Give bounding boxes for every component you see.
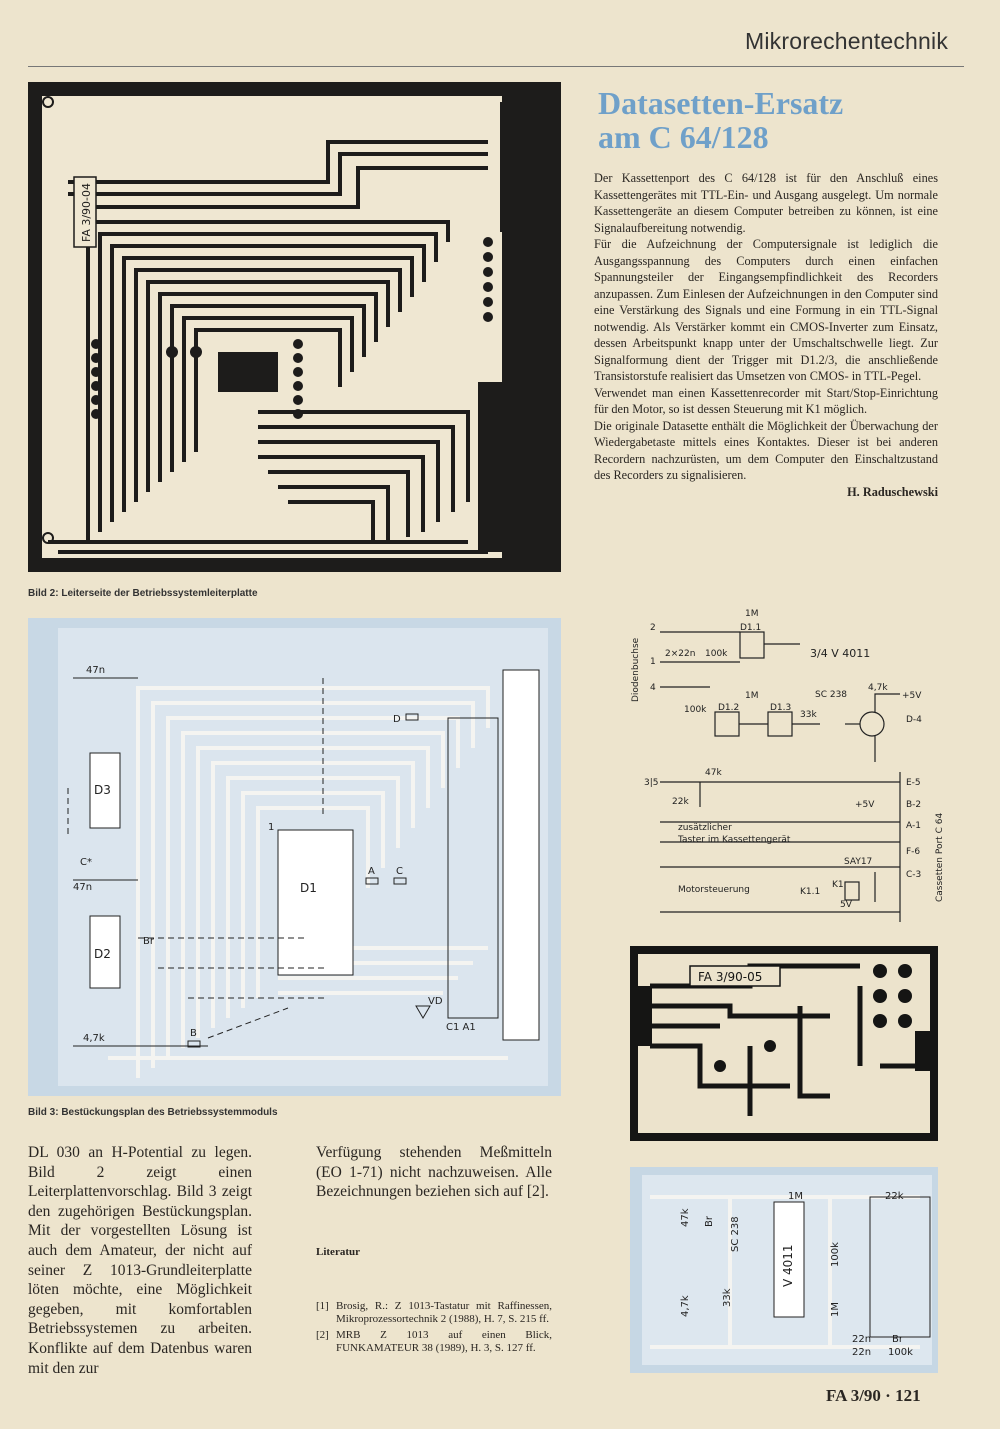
placement-drawing: 47n 47n 4,7k C* D3 D2 D1 Br D A C B VD C…: [58, 628, 548, 1086]
article-title: Datasetten-Ersatz am C 64/128: [598, 86, 978, 154]
pcb2-label: FA 3/90-05: [698, 970, 762, 984]
section-header: Mikrorechentechnik: [745, 28, 949, 54]
caption-bild3: Bild 3: Bestückungsplan des Betriebssyst…: [28, 1107, 278, 1118]
article-paragraph: Für die Aufzeichnung der Computersignale…: [594, 237, 938, 383]
sch-r1m-b: 1M: [745, 691, 759, 701]
sch-p315: 3|5: [644, 778, 658, 788]
sch-c3: C-3: [906, 870, 921, 880]
plan-cstar: C*: [80, 857, 92, 868]
sch-r47k-b: 47k: [705, 768, 722, 778]
sch-f6: F-6: [906, 847, 920, 857]
sch-plus5v-b: +5V: [855, 800, 875, 810]
cs-sc238: SC 238: [730, 1216, 741, 1252]
cs-br: Br: [704, 1215, 715, 1227]
sch-r1m-a: 1M: [745, 609, 759, 619]
sch-pin: 4: [650, 683, 656, 693]
sch-zusatz2: Taster im Kassettengerät: [677, 835, 791, 845]
schematic-drawing: Diodenbuchse 2 1 4 2×22n 100k 1M D1.1 3/…: [631, 609, 945, 922]
pcb2-copper-image: FA 3/90-05: [630, 946, 938, 1141]
article-paragraph: Der Kassettenport des C 64/128 ist für d…: [594, 171, 938, 235]
sch-zusatz1: zusätzlicher: [678, 823, 732, 833]
sch-pin: 1: [650, 657, 656, 667]
caption-bild2: Bild 2: Leiterseite der Betriebssystemle…: [28, 588, 258, 599]
sch-r100k-a: 100k: [705, 649, 728, 659]
sch-pin: 2: [650, 623, 656, 633]
plan-b: B: [190, 1028, 197, 1039]
sch-plus5v: +5V: [902, 691, 922, 701]
article-paragraph: Verwendet man einen Kassettenrecorder mi…: [594, 385, 938, 417]
circuit-schematic: Diodenbuchse 2 1 4 2×22n 100k 1M D1.1 3/…: [600, 602, 970, 932]
pcb2-component-image: 1M 22k 47k Br SC 238 33k V 4011 100k 1M …: [630, 1167, 938, 1373]
pcb1-label: FA 3/90-04: [80, 183, 93, 242]
sch-d11: D1.1: [740, 623, 761, 633]
sch-v4011: 3/4 V 4011: [810, 647, 870, 660]
sch-k11: K1.1: [800, 887, 820, 897]
sch-diodenbuchse: Diodenbuchse: [631, 637, 641, 702]
plan-d3: D3: [94, 783, 111, 797]
sch-e5: E-5: [906, 778, 921, 788]
sch-k1: K1: [832, 880, 844, 890]
literature-item: [2]MRB Z 1013 auf einen Blick, FUNKAMATE…: [316, 1328, 552, 1355]
cs-r1m-b: 1M: [830, 1302, 841, 1317]
sch-d13: D1.3: [770, 703, 791, 713]
pcb-copper-drawing: FA 3/90-04: [42, 96, 548, 558]
sch-d12: D1.2: [718, 703, 739, 713]
plan-c1a1: C1 A1: [446, 1022, 476, 1033]
sch-b2: B-2: [906, 800, 921, 810]
article-author: H. Raduschewski: [847, 484, 938, 499]
cs-r100k: 100k: [830, 1242, 841, 1267]
plan-br: Br: [143, 936, 155, 947]
pcb2-drawing: FA 3/90-05: [630, 954, 931, 1133]
plan-vd: VD: [428, 996, 443, 1007]
sch-sc238: SC 238: [815, 690, 847, 700]
pcb-copper-image: FA 3/90-04: [28, 82, 561, 572]
placement-plan-image: 47n 47n 4,7k C* D3 D2 D1 Br D A C B VD C…: [28, 618, 561, 1096]
cs-br-b: Br: [892, 1334, 904, 1345]
pcb2-component-drawing: 1M 22k 47k Br SC 238 33k V 4011 100k 1M …: [642, 1175, 932, 1365]
article-title-line2: am C 64/128: [598, 119, 769, 155]
sch-c2x22n: 2×22n: [665, 649, 695, 659]
article-title-line1: Datasetten-Ersatz: [598, 85, 844, 121]
literature-heading: Literatur: [316, 1246, 360, 1258]
cs-v4011: V 4011: [781, 1244, 795, 1287]
plan-c: C: [396, 866, 403, 877]
sch-r47k: 4,7k: [868, 683, 888, 693]
plan-d1: D1: [300, 881, 317, 895]
sch-v5: 5V: [840, 900, 853, 910]
article-body: Der Kassettenport des C 64/128 ist für d…: [594, 170, 938, 500]
plan-d: D: [393, 714, 401, 725]
sch-d4: D-4: [906, 715, 922, 725]
sch-say17: SAY17: [844, 857, 872, 867]
article-paragraph: Die originale Datasette enthält die Mögl…: [594, 418, 938, 483]
plan-a: A: [368, 866, 375, 877]
plan-d2: D2: [94, 947, 111, 961]
sch-r22k: 22k: [672, 797, 689, 807]
cs-r1m: 1M: [788, 1191, 803, 1202]
cs-r33k: 33k: [722, 1288, 733, 1307]
plan-47k: 4,7k: [83, 1033, 105, 1044]
header-rule: [28, 66, 964, 67]
sch-r100k-b: 100k: [684, 705, 707, 715]
sch-port: Cassetten Port C 64: [935, 813, 945, 902]
literature-list: [1]Brosig, R.: Z 1013-Tastatur mit Raffi…: [316, 1300, 552, 1358]
plan-47n-top: 47n: [86, 665, 105, 676]
cs-r47k-b: 4,7k: [680, 1295, 691, 1317]
left-column: DL 030 an H-Potential zu legen. Bild 2 z…: [28, 1143, 252, 1378]
page-footer: FA 3/90 · 121: [826, 1386, 921, 1405]
left-column-text: DL 030 an H-Potential zu legen. Bild 2 z…: [28, 1144, 252, 1377]
cs-r100k-b: 100k: [888, 1347, 913, 1358]
plan-pin1: 1: [268, 822, 274, 833]
sch-a1: A-1: [906, 821, 921, 831]
cs-22n-b: 22n: [852, 1347, 871, 1358]
plan-47n-mid: 47n: [73, 882, 92, 893]
cs-22n-a: 22n: [852, 1334, 871, 1345]
cs-r22k: 22k: [885, 1191, 904, 1202]
sch-r33k: 33k: [800, 710, 817, 720]
middle-column-text: Verfügung stehenden Meßmitteln (EO 1-71)…: [316, 1144, 552, 1201]
sch-motor: Motorsteuerung: [678, 885, 750, 895]
cs-r47k: 47k: [680, 1208, 691, 1227]
middle-column: Verfügung stehenden Meßmitteln (EO 1-71)…: [316, 1143, 552, 1202]
literature-item: [1]Brosig, R.: Z 1013-Tastatur mit Raffi…: [316, 1300, 552, 1326]
